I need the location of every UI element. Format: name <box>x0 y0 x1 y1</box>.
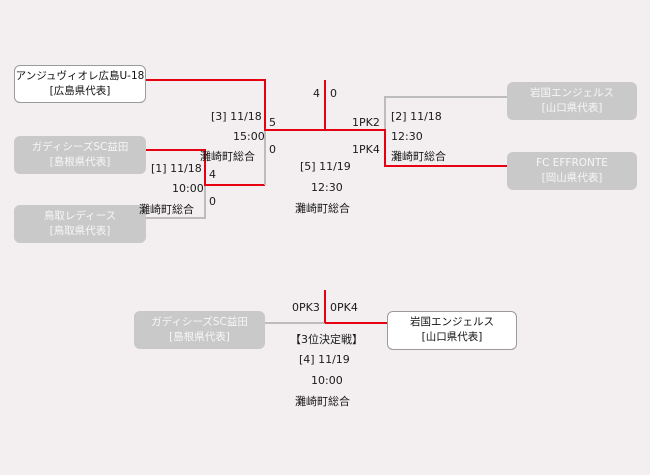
final-venue: 灘崎町総合 <box>295 202 350 215</box>
team-name: ガディシーズSC益田 <box>31 141 129 153</box>
team-region: [岡山県代表] <box>541 172 603 184</box>
match1-score-bottom: 0 <box>209 195 216 208</box>
team-box-anjudivore[interactable]: アンジュヴィオレ広島U-18 [広島県代表] <box>14 65 146 103</box>
team-region: [島根県代表] <box>49 156 111 168</box>
team-region: [鳥取県代表] <box>49 225 111 237</box>
team-box-tottori[interactable]: 鳥取レディース [鳥取県代表] <box>14 205 146 243</box>
match3-venue: 灘崎町総合 <box>200 150 255 163</box>
team-name: 鳥取レディース <box>43 210 117 222</box>
match1-time: 10:00 <box>172 182 204 195</box>
final-score-left: 4 <box>313 87 320 100</box>
match2-score-top: 1PK2 <box>352 116 380 129</box>
final-time: 12:30 <box>311 181 343 194</box>
team-box-gadisses[interactable]: ガディシーズSC益田 [島根県代表] <box>14 136 146 174</box>
line-m2-iwakuni <box>384 96 507 130</box>
team-box-effronte[interactable]: FC EFFRONTE [岡山県代表] <box>507 152 637 190</box>
team-region: [広島県代表] <box>49 85 111 97</box>
third-score-left: 0PK3 <box>292 301 320 314</box>
team-region: [山口県代表] <box>421 331 483 343</box>
team-box-iwakuni-3rd[interactable]: 岩国エンジェルス [山口県代表] <box>387 311 517 350</box>
match1-score-top: 4 <box>209 168 216 181</box>
match1-venue: 灘崎町総合 <box>139 203 194 216</box>
final-score-right: 0 <box>330 87 337 100</box>
third-title: 【3位決定戦】 <box>290 333 363 346</box>
team-name: アンジュヴィオレ広島U-18 <box>15 70 145 82</box>
match1-label: [1] 11/18 <box>151 162 202 175</box>
team-box-iwakuni[interactable]: 岩国エンジェルス [山口県代表] <box>507 82 637 120</box>
match2-score-bottom: 1PK4 <box>352 143 380 156</box>
line-m1-tottori <box>146 185 206 219</box>
team-name: 岩国エンジェルス <box>530 87 614 99</box>
final-label: [5] 11/19 <box>300 160 351 173</box>
match3-label: [3] 11/18 <box>211 110 262 123</box>
match2-time: 12:30 <box>391 130 423 143</box>
team-region: [山口県代表] <box>541 102 603 114</box>
third-score-right: 0PK4 <box>330 301 358 314</box>
team-region: [島根県代表] <box>169 331 230 343</box>
third-venue: 灘崎町総合 <box>295 395 350 408</box>
third-label: [4] 11/19 <box>299 353 350 366</box>
line-m3-anjudivore <box>146 79 325 131</box>
match3-score-top: 5 <box>269 116 276 129</box>
match2-label: [2] 11/18 <box>391 110 442 123</box>
match3-time: 15:00 <box>233 130 265 143</box>
third-time: 10:00 <box>311 374 343 387</box>
team-name: ガディシーズSC益田 <box>151 316 248 328</box>
team-name: 岩国エンジェルス <box>410 316 494 328</box>
team-name: FC EFFRONTE <box>536 157 608 169</box>
team-box-gadisses-3rd[interactable]: ガディシーズSC益田 [島根県代表] <box>134 311 265 349</box>
match2-venue: 灘崎町総合 <box>391 150 446 163</box>
line-m1-gadisses <box>146 149 265 186</box>
line-m2-effronte <box>325 129 507 167</box>
match3-score-bottom: 0 <box>269 143 276 156</box>
